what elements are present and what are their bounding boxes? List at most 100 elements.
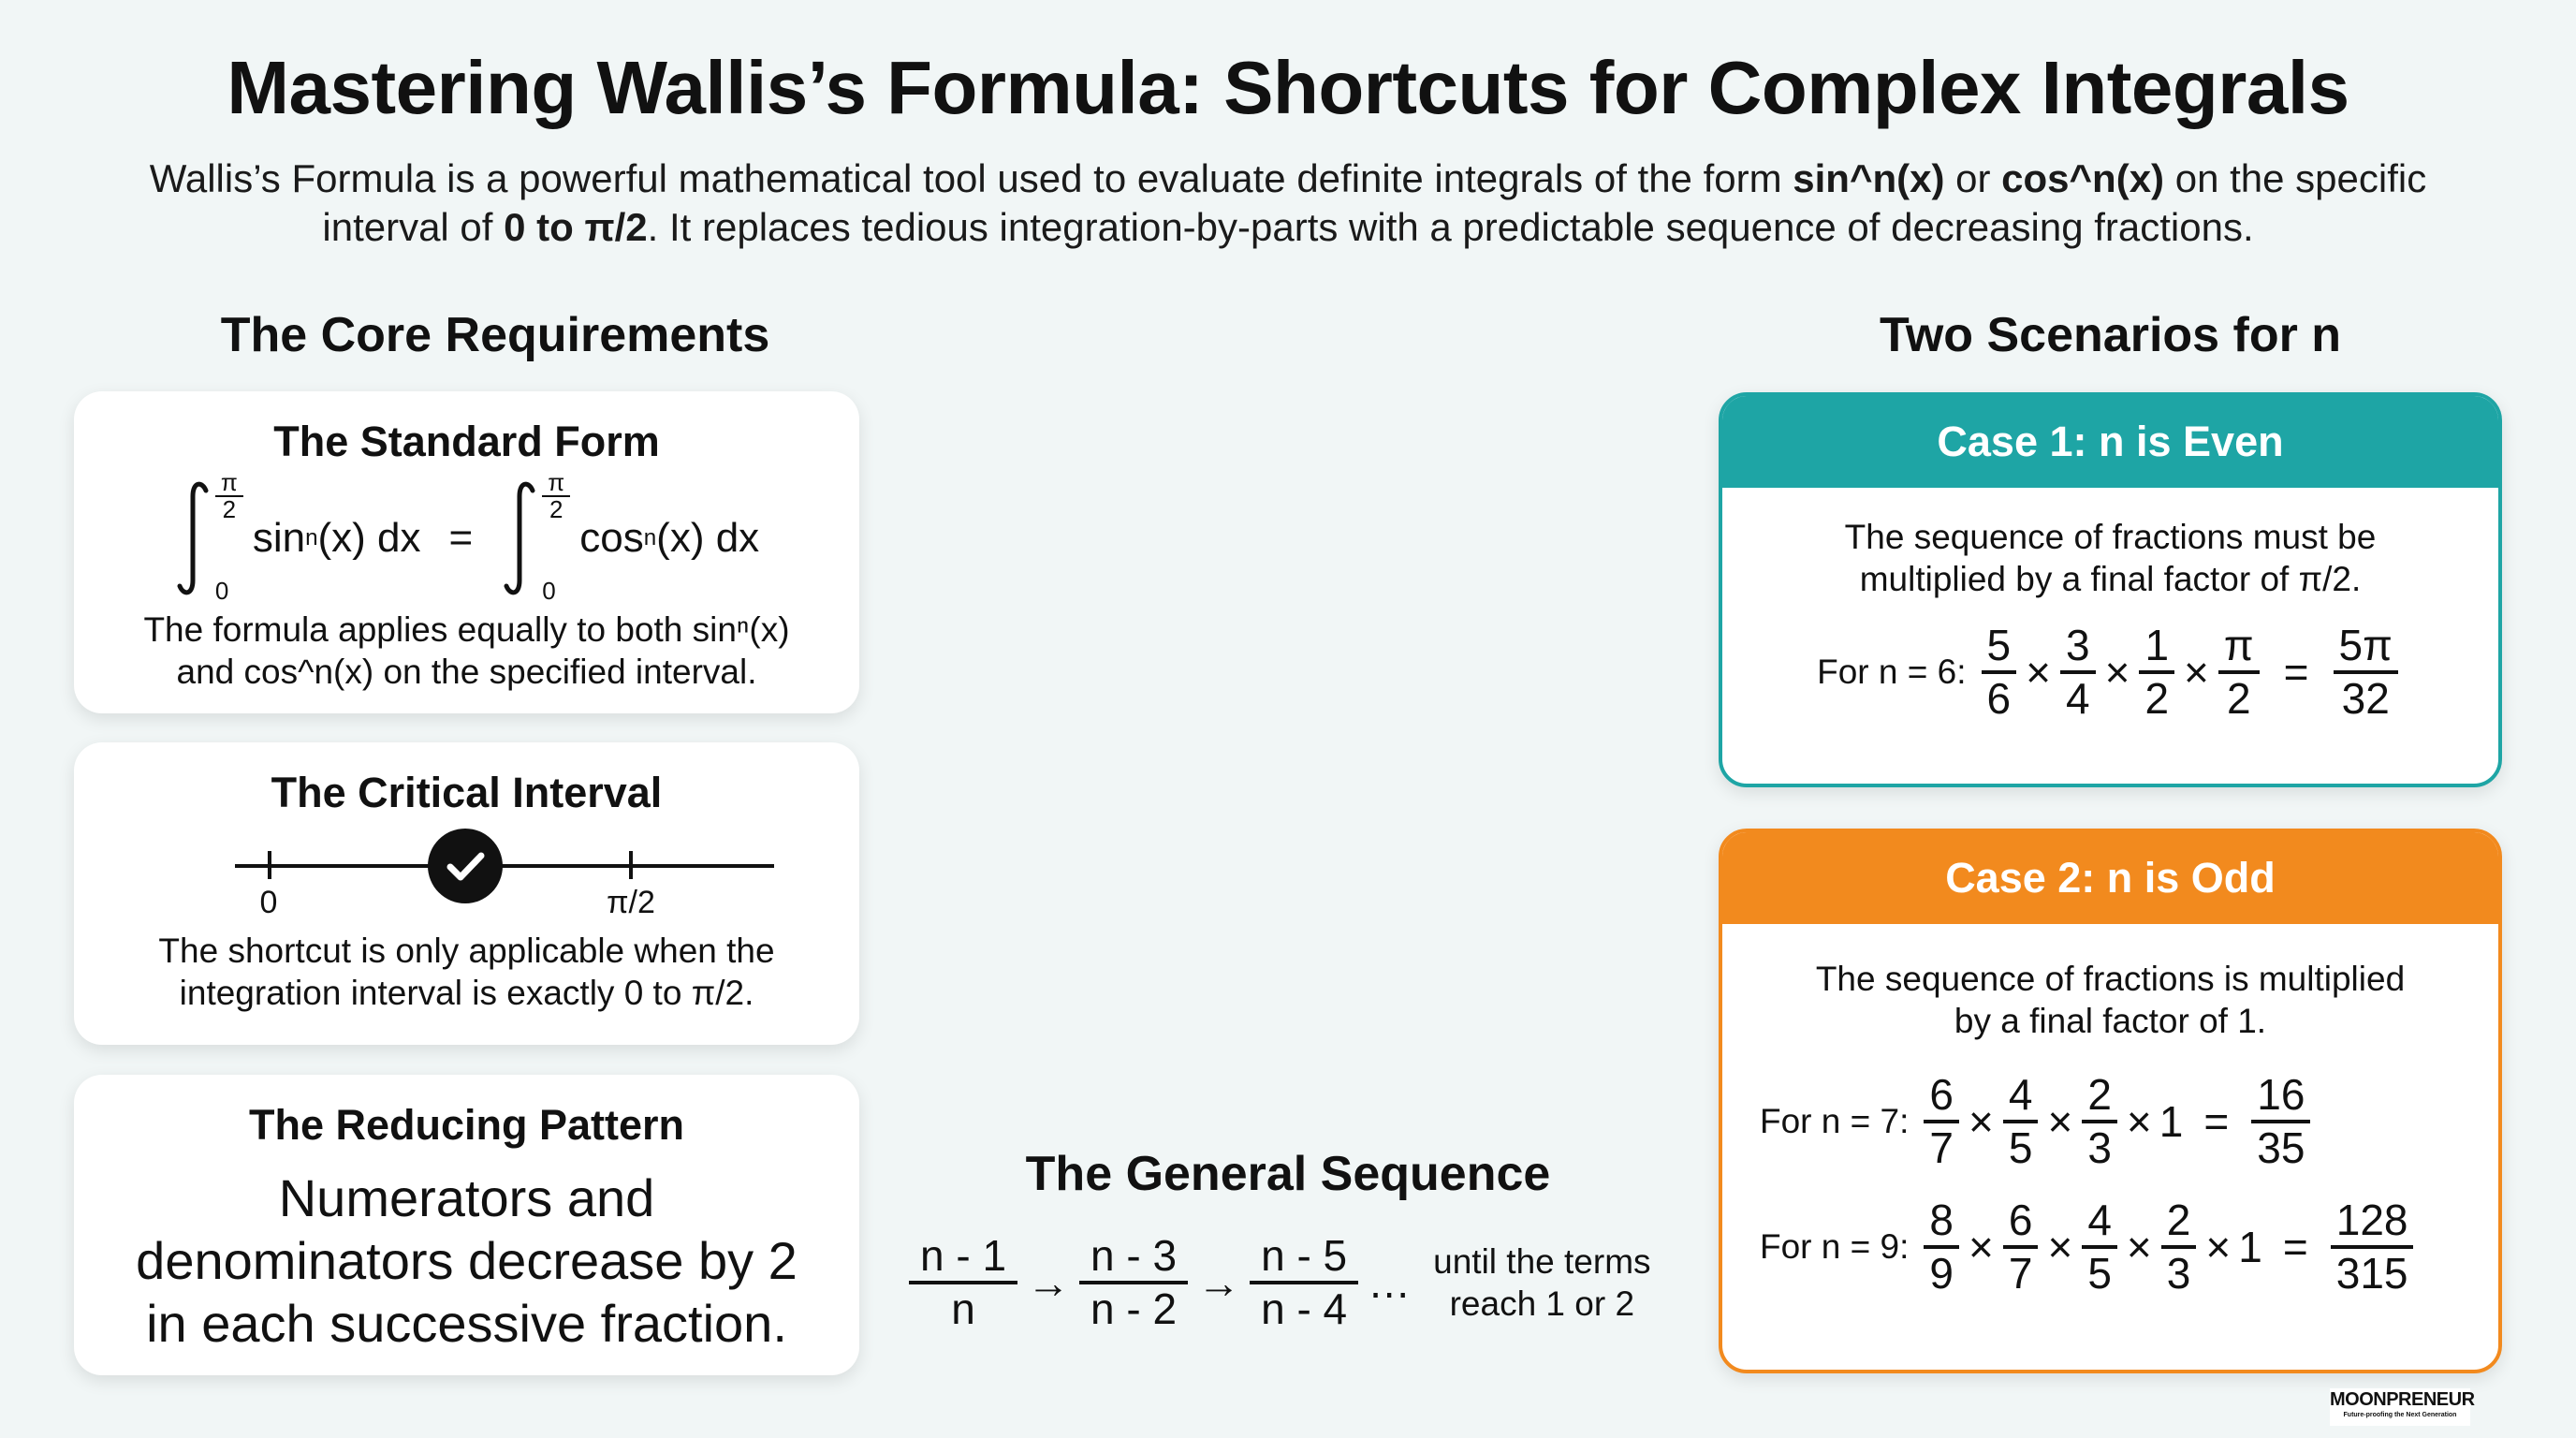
desc-line: integration interval is exactly 0 to π/2… [179,974,754,1012]
times-sign: × [2205,1222,2232,1271]
denominator: n - 4 [1261,1284,1348,1333]
numerator: 8 [1924,1196,1959,1249]
arrow-right-icon: → [1197,1257,1241,1307]
times-sign: × [2026,647,2051,697]
case-even-card: Case 1: n is Even The sequence of fracti… [1719,392,2502,787]
denominator: 32 [2341,673,2390,723]
desc-line: and cos^n(x) on the specified interval. [176,653,757,691]
denominator: 6 [1986,673,2012,723]
numerator: 3 [2059,621,2096,674]
integral-sign-icon [504,481,535,595]
card-title: The Reducing Pattern [248,1101,685,1149]
general-sequence-heading: The General Sequence [1025,1147,1551,1201]
pattern-text: Numerators and denominators decrease by … [74,1167,859,1355]
times-sign: × [1968,1096,1994,1146]
example-label: For n = 7: [1760,1101,1910,1140]
arrow-right-icon: → [1027,1257,1071,1307]
times-sign: × [2184,647,2209,697]
card-title: The Standard Form [273,418,660,465]
equals-sign: = [448,515,474,561]
times-sign: × [1968,1222,1994,1271]
note-line: until the terms [1433,1241,1651,1281]
dx-term: (x) dx [317,515,421,561]
numerator: 4 [2002,1070,2039,1123]
denominator: 5 [2087,1248,2112,1298]
numerator: n - 3 [1079,1231,1189,1284]
denominator: 315 [2335,1248,2408,1298]
reducing-pattern-card: The Reducing Pattern Numerators and deno… [74,1075,859,1375]
upper-limit-den: 2 [222,495,237,524]
desc-line: The sequence of fractions is multiplied [1815,960,2406,998]
case-odd-card: Case 2: n is Odd The sequence of fractio… [1719,829,2502,1373]
card-desc: The formula applies equally to both sinⁿ… [74,609,859,693]
equals-sign: = [2203,1096,2230,1146]
start-label: 0 [259,885,278,920]
denominator: 35 [2257,1123,2305,1172]
checkmark-icon [428,829,503,903]
equals-sign: = [2283,647,2309,697]
times-sign: × [2126,1222,2152,1271]
card-desc: The shortcut is only applicable when the… [74,930,859,1014]
logo-tagline: Future-proofing the Next Generation [2343,1412,2457,1418]
numerator: n - 5 [1250,1231,1359,1284]
logo-name: MOONPRENEUR [2330,1389,2475,1410]
subtitle-text: Wallis’s Formula is a powerful mathemati… [149,156,1793,200]
dx-term: (x) dx [656,515,760,561]
subtitle-text: on the specific interval of [322,156,2427,249]
subtitle-cos: cos^n(x) [2001,156,2165,200]
note-line: reach 1 or 2 [1449,1284,1635,1323]
sin-term: sin [252,515,306,561]
core-requirements-heading: The Core Requirements [220,308,770,362]
denominator: 9 [1929,1248,1954,1298]
numerator: 128 [2330,1196,2414,1249]
numerator: 6 [2002,1196,2039,1249]
desc-line: multiplied by a final factor of π/2. [1859,560,2362,598]
case-header: Case 1: n is Even [1722,396,2498,488]
card-title: The Critical Interval [271,769,663,816]
page-title: Mastering Wallis’s Formula: Shortcuts fo… [227,46,2349,129]
times-sign: × [2047,1096,2073,1146]
denominator: 7 [2008,1248,2033,1298]
times-sign: × [2047,1222,2073,1271]
cos-term: cos [579,515,644,561]
denominator: 3 [2166,1248,2191,1298]
denominator: n - 2 [1090,1284,1178,1333]
example-label: For n = 9: [1760,1226,1910,1266]
numerator: π [2217,621,2260,674]
upper-limit-num: π [542,469,571,498]
denominator: n [951,1284,975,1333]
number-line-axis [235,864,774,868]
denominator: 2 [2144,673,2170,723]
tick-start [268,851,271,879]
case-header: Case 2: n is Odd [1722,832,2498,924]
example-label: For n = 6: [1817,652,1967,691]
pattern-line: denominators decrease by 2 [136,1231,798,1290]
denominator: 5 [2008,1123,2033,1172]
logo: MOONPRENEUR Future-proofing the Next Gen… [2330,1388,2475,1426]
numerator: 5 [1981,621,2017,674]
numerator: 2 [2082,1070,2117,1123]
lower-limit: 0 [214,577,229,605]
desc-line: by a final factor of 1. [1954,1002,2267,1040]
